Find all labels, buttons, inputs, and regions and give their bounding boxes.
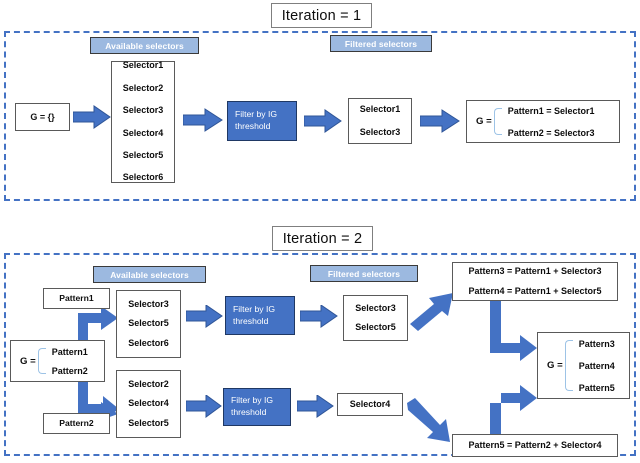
selector-item: Selector4 [349,398,391,409]
iteration-1-available-selectors-box: Selector1 Selector2 Selector3 Selector4 … [111,60,175,183]
iteration-1-result-g-box: G = Pattern1 = Selector1 Pattern2 = Sele… [466,100,620,143]
elbow-arrow-bottom-to-result-g [490,373,538,435]
arrow-available-to-filter-2-bottom [186,395,222,418]
iteration-1-filter-box: Filter by IG threshold [227,101,297,141]
filter-line-1: Filter by IG [235,109,278,120]
pattern-item: Pattern5 [578,382,615,393]
iteration-2-new-patterns-top-box: Pattern3 = Pattern1 + Selector3 Pattern4… [452,262,618,301]
elbow-arrow-top-to-result-g [490,301,538,363]
arrow-filter-to-filtered-2-bottom [297,395,334,418]
selector-item: Selector3 [359,126,401,137]
selector-item: Selector5 [355,322,396,332]
arrow-available-to-filter-2-top [186,305,223,328]
selector-item: Selector6 [128,337,169,348]
chip-available-selectors-1: Available selectors [90,37,199,54]
selector-item: Selector2 [122,82,164,93]
iteration-1-input-g: G = {} [15,103,70,131]
iteration-1-panel [4,31,636,201]
selector-item: Selector3 [122,105,164,116]
chip-filtered-selectors-1: Filtered selectors [330,35,432,52]
arrow-g-to-available-1 [73,105,111,129]
pattern-definition: Pattern5 = Pattern2 + Selector4 [468,439,602,450]
selector-item: Selector5 [122,149,164,160]
selector-item: Selector4 [128,398,169,409]
selector-item: Selector1 [122,60,164,71]
filter-line-1: Filter by IG [231,395,274,406]
arrow-diagonal-down-right [404,398,452,443]
selector-item: Selector4 [122,127,164,138]
iteration-2-result-g-box: G = Pattern3 Pattern4 Pattern5 [537,332,630,399]
iteration-2-filtered-bottom-box: Selector4 [337,393,403,416]
arrow-available-to-filter-1 [183,108,223,132]
result-g-label: G = [476,116,492,127]
selector-item: Selector3 [128,298,169,309]
brace-icon [564,340,573,391]
filter-line-2: threshold [235,121,271,131]
selector-item: Selector5 [128,417,169,428]
pattern-item: Pattern2 [51,365,88,376]
iteration-2-filter-bottom-box: Filter by IG threshold [223,388,291,426]
arrow-filter-to-filtered-1 [304,109,342,133]
iteration-2-available-bottom-box: Selector2 Selector4 Selector5 [116,370,181,438]
pattern-label: Pattern2 [59,417,94,428]
arrow-filter-to-filtered-2-top [300,305,338,328]
iteration-2-panel [4,253,636,456]
iteration-2-available-top-box: Selector3 Selector5 Selector6 [116,290,181,358]
pattern-item: Pattern3 [578,338,615,349]
pattern-item: Pattern1 = Selector1 [507,105,595,116]
chip-filtered-selectors-2: Filtered selectors [310,265,418,282]
iteration-2-new-patterns-bottom-box: Pattern5 = Pattern2 + Selector4 [452,434,618,457]
selector-item: Selector5 [128,318,169,329]
iteration-2-title: Iteration = 2 [272,226,373,251]
elbow-arrow-up-right-1 [75,306,119,346]
pattern-item: Pattern4 [578,360,615,371]
iteration-2-filter-top-box: Filter by IG threshold [225,296,295,335]
brace-icon [493,108,502,135]
iteration-1-title: Iteration = 1 [271,3,372,28]
arrow-diagonal-up-right [408,290,454,332]
filter-line-2: threshold [233,315,269,326]
selector-item: Selector3 [355,302,396,313]
filter-line-2: threshold [231,407,267,417]
iteration-2-pattern1-box: Pattern1 [43,288,110,309]
pattern-label: Pattern1 [59,292,94,303]
input-g-label: G = [20,355,36,367]
iteration-2-pattern2-box: Pattern2 [43,413,110,434]
filter-line-1: Filter by IG [233,303,276,314]
brace-icon [37,348,46,374]
iteration-2-input-g-box: G = Pattern1 Pattern2 [10,340,105,382]
pattern-definition: Pattern3 = Pattern1 + Selector3 [468,266,602,277]
selector-item: Selector6 [122,172,164,183]
result-g-label: G = [547,360,563,371]
chip-available-selectors-2: Available selectors [93,266,206,283]
pattern-item: Pattern1 [51,346,88,357]
iteration-1-filtered-selectors-box: Selector1 Selector3 [348,98,412,144]
pattern-item: Pattern2 = Selector3 [507,127,595,138]
iteration-2-filtered-top-box: Selector3 Selector5 [343,295,408,341]
pattern-definition: Pattern4 = Pattern1 + Selector5 [468,285,602,296]
input-g-label: G = {} [30,112,55,122]
selector-item: Selector2 [128,378,169,389]
arrow-filtered-to-result-1 [420,109,460,133]
selector-item: Selector1 [359,104,401,115]
